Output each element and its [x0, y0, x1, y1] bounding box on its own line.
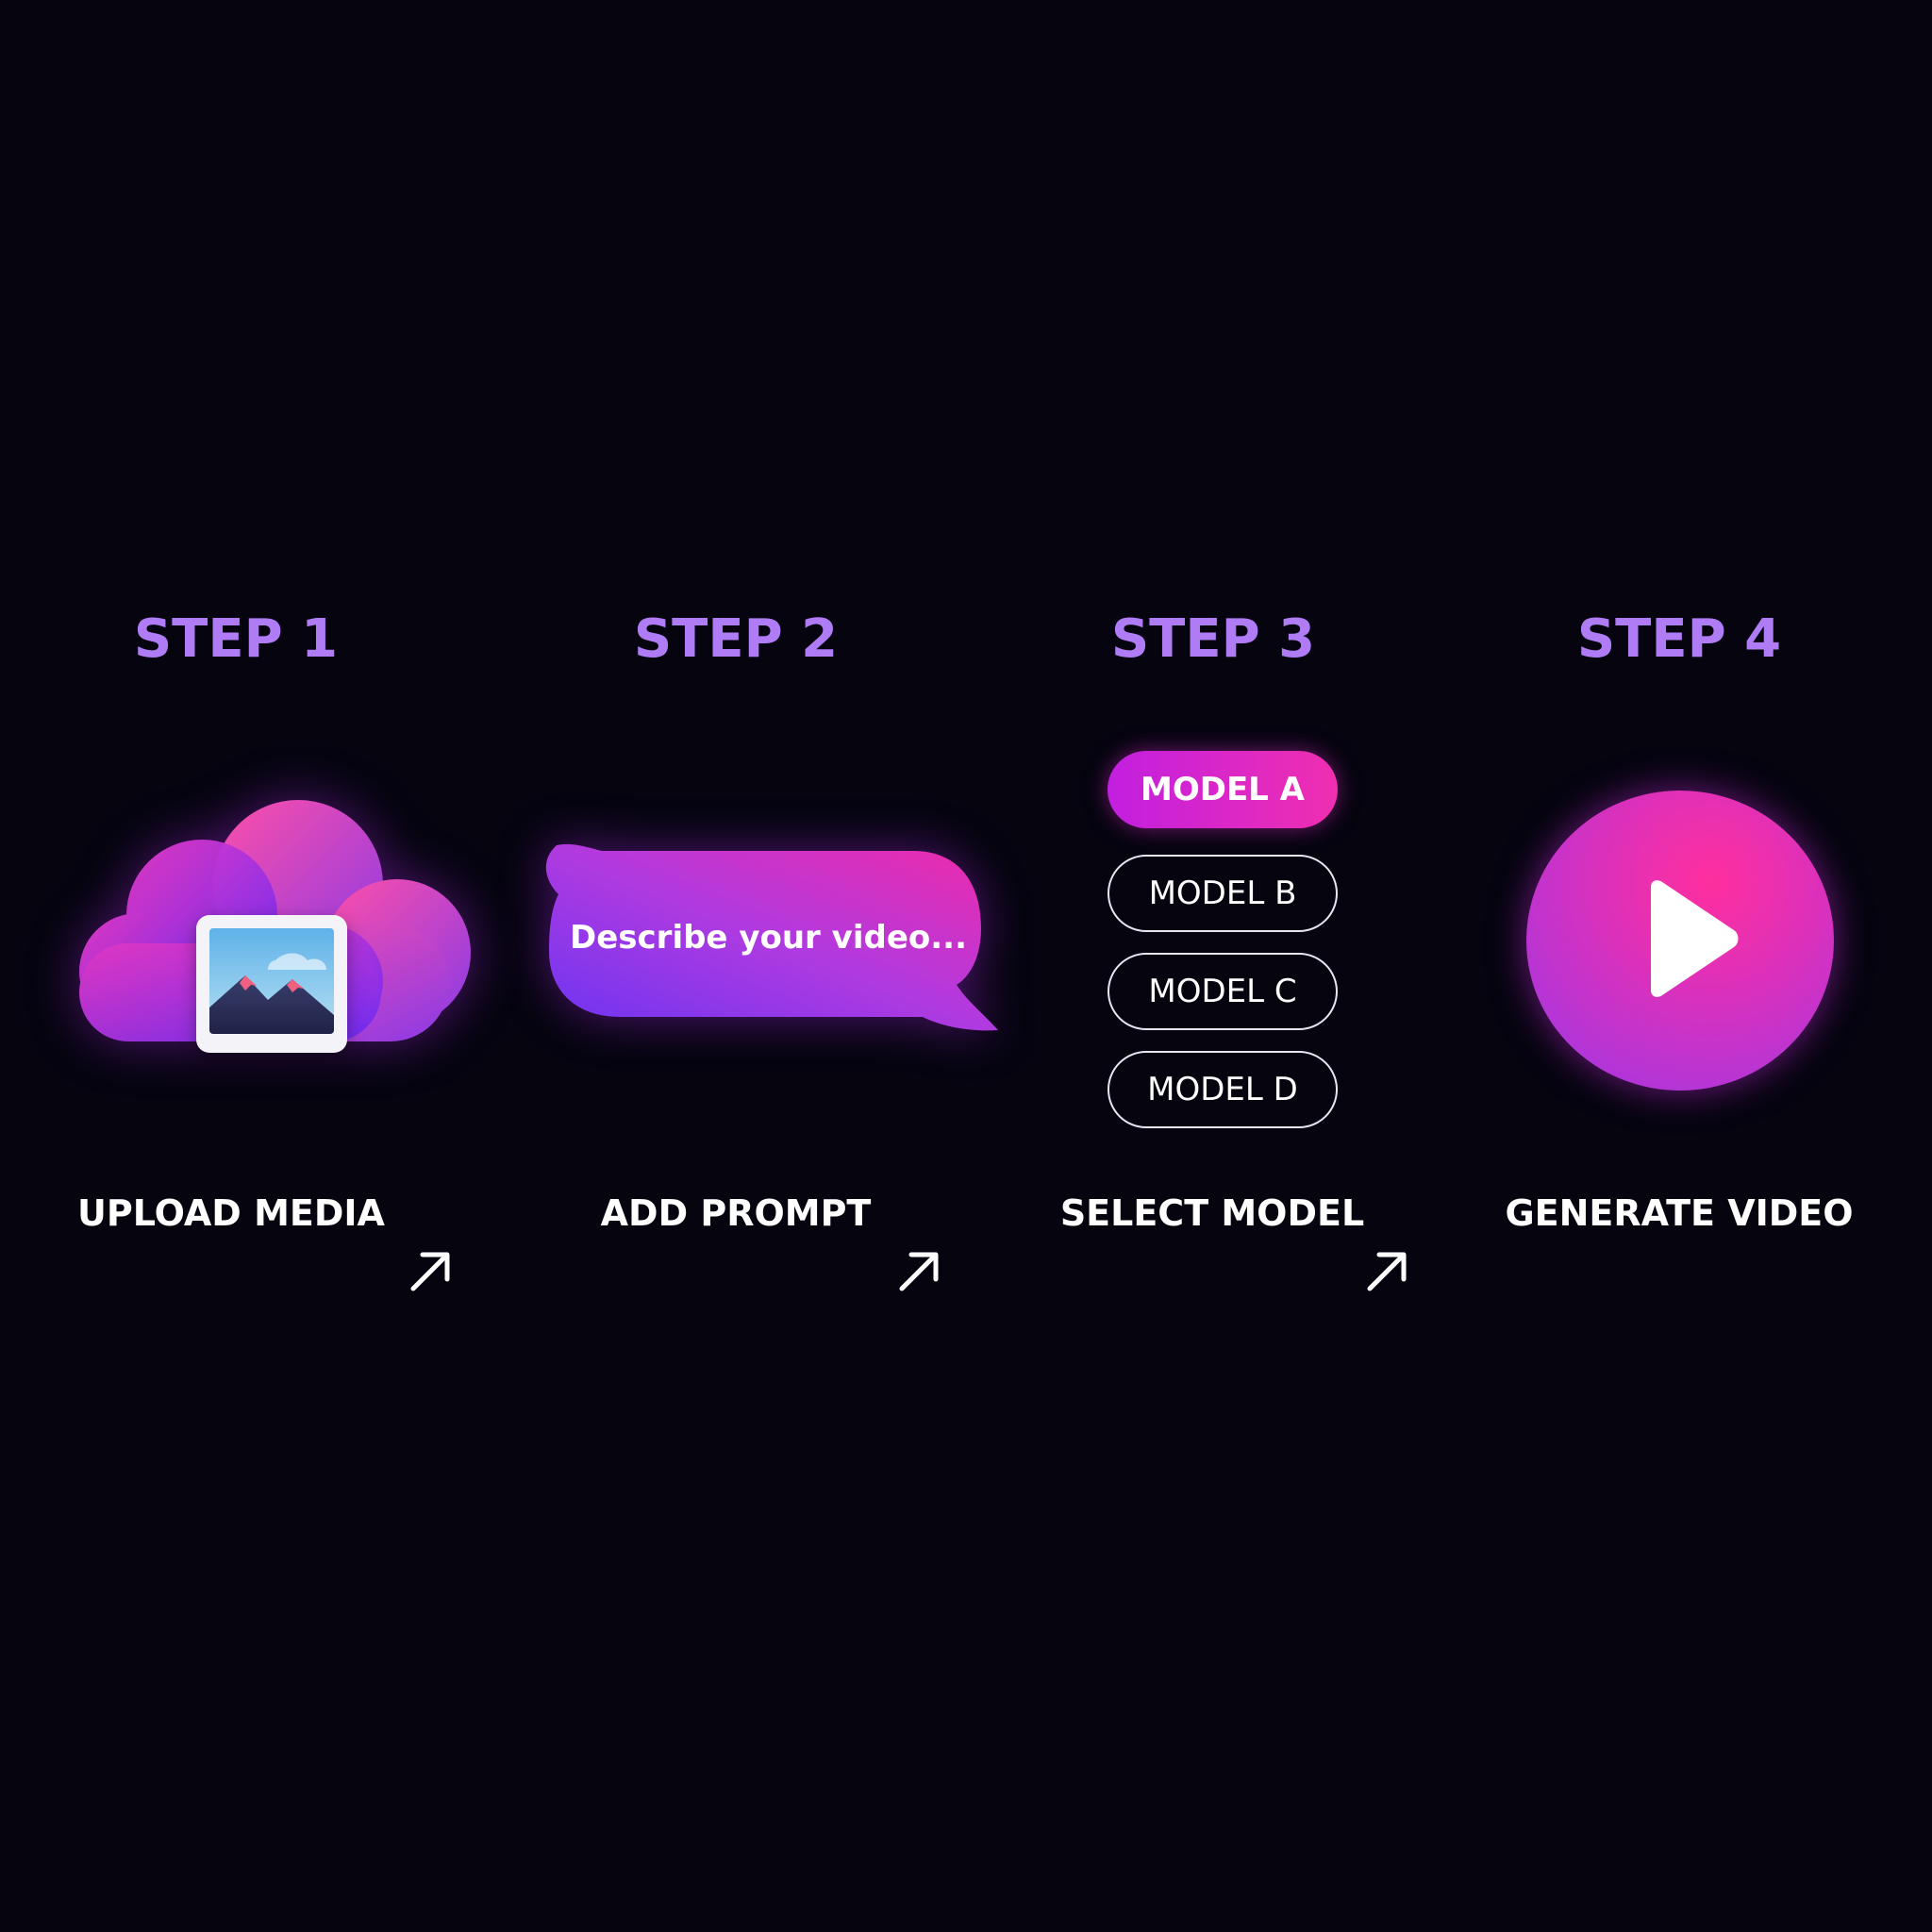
prompt-input[interactable]: Describe your video...: [536, 838, 1000, 1038]
mountain-photo-icon: [209, 928, 334, 1034]
speech-bubble-shape: [545, 843, 998, 1031]
step-4-label: GENERATE VIDEO: [1505, 1192, 1854, 1234]
step-3-title: STEP 3: [1110, 608, 1316, 670]
generate-play-button[interactable]: [1526, 791, 1834, 1091]
model-option-d[interactable]: MODEL D: [1108, 1051, 1338, 1128]
step-1-title: STEP 1: [133, 608, 339, 670]
step-2-label: ADD PROMPT: [600, 1192, 872, 1234]
step-4-title: STEP 4: [1576, 608, 1782, 670]
arrow-up-right-icon: [1367, 1252, 1407, 1291]
prompt-placeholder: Describe your video...: [570, 919, 967, 957]
image-icon: [196, 915, 347, 1053]
step-2-title: STEP 2: [633, 608, 839, 670]
play-icon: [1651, 880, 1739, 997]
step-1-label: UPLOAD MEDIA: [77, 1192, 385, 1234]
arrow-up-right-icon: [899, 1252, 939, 1291]
step-3-label: SELECT MODEL: [1059, 1192, 1365, 1234]
model-option-b[interactable]: MODEL B: [1108, 855, 1338, 932]
upload-media-dropzone[interactable]: [72, 792, 474, 1057]
model-option-c[interactable]: MODEL C: [1108, 953, 1338, 1030]
arrow-up-right-icon: [410, 1252, 450, 1291]
model-option-a[interactable]: MODEL A: [1108, 751, 1338, 828]
